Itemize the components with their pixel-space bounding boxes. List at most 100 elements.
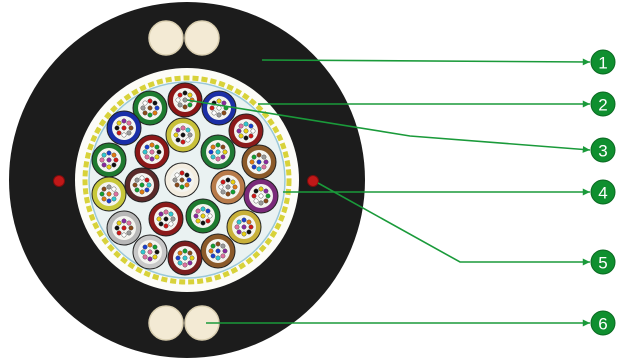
callout-marker-2: 2: [590, 91, 616, 117]
optical-fiber: [261, 154, 267, 160]
optical-fiber: [174, 172, 180, 178]
optical-fiber: [215, 255, 221, 261]
optical-fiber: [147, 242, 153, 248]
strength-member: [148, 20, 184, 56]
optical-fiber: [142, 100, 148, 106]
optical-fiber: [152, 254, 158, 260]
optical-fiber: [184, 172, 190, 178]
optical-fiber: [121, 225, 127, 231]
loose-tube: [148, 201, 184, 237]
leader-line-1: [261, 59, 591, 63]
optical-fiber: [258, 193, 264, 199]
optical-fiber: [132, 182, 138, 188]
optical-fiber: [236, 219, 242, 225]
optical-fiber: [182, 104, 188, 110]
optical-fiber: [232, 184, 238, 190]
optical-fiber: [106, 198, 112, 204]
optical-fiber: [263, 198, 269, 204]
optical-fiber: [149, 142, 155, 148]
optical-fiber: [222, 149, 228, 155]
optical-fiber: [168, 221, 174, 227]
optical-fiber: [256, 159, 262, 165]
strength-member: [148, 305, 184, 341]
optical-fiber: [241, 231, 247, 237]
optical-fiber: [149, 156, 155, 162]
optical-fiber: [168, 211, 174, 217]
callout-marker-4: 4: [590, 179, 616, 205]
optical-fiber: [172, 177, 178, 183]
optical-fiber: [187, 92, 193, 98]
optical-fiber: [126, 120, 132, 126]
optical-fiber: [113, 191, 119, 197]
optical-fiber: [163, 209, 169, 215]
optical-fiber: [101, 152, 107, 158]
loose-tube: [132, 90, 168, 126]
optical-fiber: [142, 149, 148, 155]
optical-fiber: [182, 90, 188, 96]
loose-tube: [200, 233, 236, 269]
optical-fiber: [225, 191, 231, 197]
optical-fiber: [144, 177, 150, 183]
optical-fiber: [147, 112, 153, 118]
loose-tube: [241, 144, 277, 180]
optical-fiber: [249, 159, 255, 165]
optical-fiber: [177, 92, 183, 98]
leader-arrowhead-5: [582, 258, 590, 266]
callout-marker-circle: [590, 249, 616, 275]
optical-fiber: [126, 220, 132, 226]
optical-fiber: [144, 144, 150, 150]
optical-fiber: [152, 244, 158, 250]
optical-fiber: [121, 125, 127, 131]
optical-fiber: [182, 262, 188, 268]
leader-line-5: [317, 182, 590, 263]
loose-tube: [91, 142, 127, 178]
optical-fiber: [175, 127, 181, 133]
optical-fiber: [215, 142, 221, 148]
loose-tube: [91, 176, 127, 212]
optical-fiber: [263, 188, 269, 194]
optical-fiber: [134, 177, 140, 183]
optical-fiber: [256, 152, 262, 158]
callout-number: 3: [598, 142, 607, 161]
optical-fiber: [187, 260, 193, 266]
optical-fiber: [238, 123, 244, 129]
optical-fiber: [243, 128, 249, 134]
optical-fiber: [220, 154, 226, 160]
optical-fiber: [156, 216, 162, 222]
callout-marker-5: 5: [590, 249, 616, 275]
ripcord: [307, 175, 319, 187]
optical-fiber: [225, 184, 231, 190]
callout-marker-circle: [590, 137, 616, 163]
optical-fiber: [246, 229, 252, 235]
optical-fiber: [253, 198, 259, 204]
optical-fiber: [106, 157, 112, 163]
optical-fiber: [180, 139, 186, 145]
optical-fiber: [238, 133, 244, 139]
optical-fiber: [140, 105, 146, 111]
optical-fiber: [147, 105, 153, 111]
loose-tube: [134, 134, 170, 170]
optical-fiber: [220, 253, 226, 259]
optical-fiber: [189, 255, 195, 261]
optical-fiber: [106, 150, 112, 156]
optical-fiber: [182, 255, 188, 261]
optical-fiber: [251, 164, 257, 170]
loose-tube: [200, 134, 236, 170]
callout-marker-circle: [590, 91, 616, 117]
optical-fiber: [144, 154, 150, 160]
optical-fiber: [114, 125, 120, 131]
optical-fiber: [101, 186, 107, 192]
optical-fiber: [218, 184, 224, 190]
optical-fiber: [179, 184, 185, 190]
optical-fiber: [208, 248, 214, 254]
optical-fiber: [149, 149, 155, 155]
optical-fiber: [116, 220, 122, 226]
optical-fiber: [248, 133, 254, 139]
optical-fiber: [251, 193, 257, 199]
optical-fiber: [163, 216, 169, 222]
callout-marker-circle: [590, 310, 616, 336]
optical-fiber: [175, 97, 181, 103]
optical-fiber: [147, 98, 153, 104]
loose-tube: [167, 82, 203, 118]
callout-number: 5: [598, 254, 607, 273]
